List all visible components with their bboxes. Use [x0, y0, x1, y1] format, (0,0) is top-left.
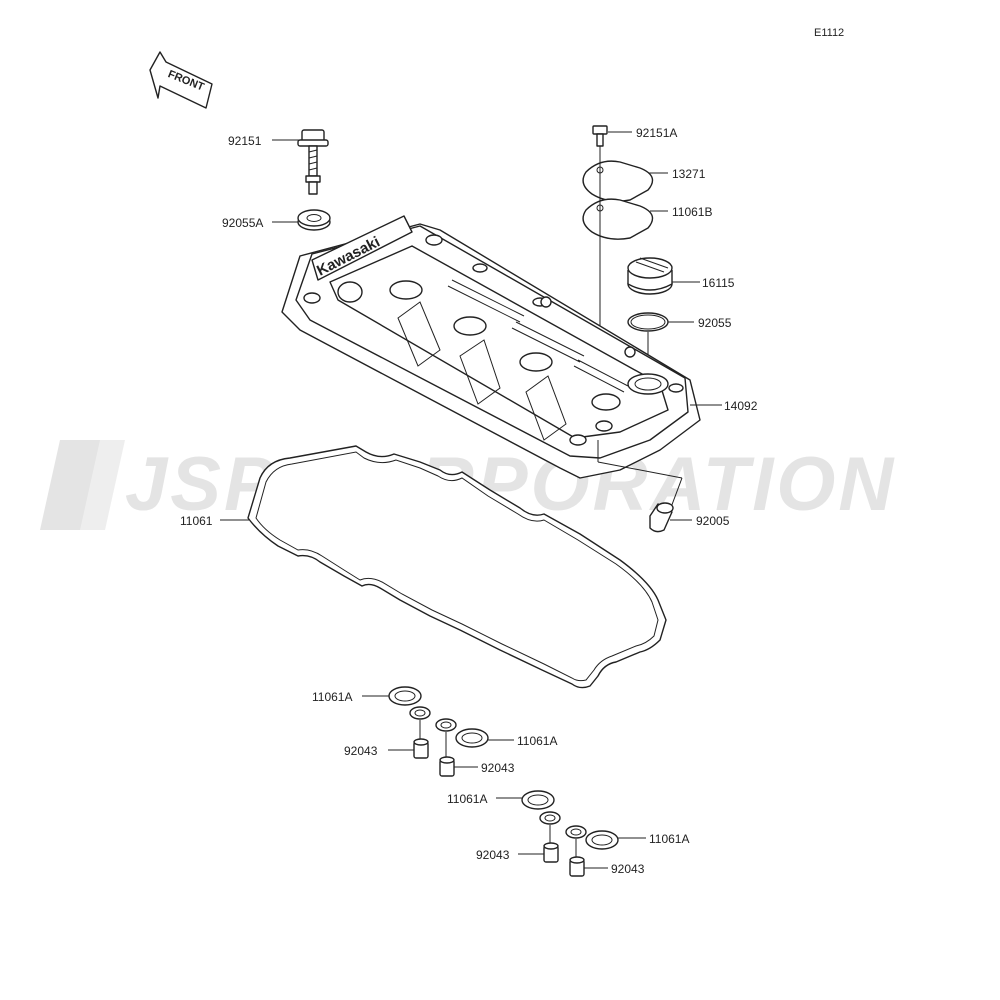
- label-92043-3: 92043: [476, 848, 510, 862]
- collar-92043-1: [413, 738, 429, 759]
- label-11061: 11061: [180, 514, 213, 528]
- washer-92055a: [297, 209, 331, 231]
- cover-gasket-11061: [247, 445, 667, 689]
- label-92043-4: 92043: [611, 862, 645, 876]
- label-92043-2: 92043: [481, 761, 515, 775]
- oring-92055: [627, 312, 669, 332]
- oring-small-2: [435, 718, 457, 732]
- oring-11061a-1: [388, 686, 422, 706]
- bolt-92151: [297, 129, 329, 195]
- label-14092: 14092: [724, 399, 758, 413]
- label-16115: 16115: [702, 276, 735, 290]
- filler-cap-16115: [627, 257, 673, 295]
- oring-small-3: [539, 811, 561, 825]
- label-11061a-2: 11061A: [517, 734, 557, 748]
- front-arrow-icon: FRONT: [149, 51, 213, 109]
- bolt-92151a: [592, 125, 608, 147]
- label-92043-1: 92043: [344, 744, 378, 758]
- oring-small-1: [409, 706, 431, 720]
- collar-92043-4: [569, 856, 585, 877]
- label-92151a: 92151A: [636, 126, 677, 140]
- label-11061b: 11061B: [672, 205, 712, 219]
- reference-code: E1112: [814, 27, 844, 39]
- label-11061a-1: 11061A: [312, 690, 352, 704]
- collar-92043-2: [439, 756, 455, 777]
- oring-11061a-2: [455, 728, 489, 748]
- oring-small-4: [565, 825, 587, 839]
- label-13271: 13271: [672, 167, 706, 181]
- cap-plate-13271: [582, 160, 654, 202]
- collar-92043-3: [543, 842, 559, 863]
- label-92055a: 92055A: [222, 216, 263, 230]
- label-11061a-4: 11061A: [649, 832, 689, 846]
- label-11061a-3: 11061A: [447, 792, 487, 806]
- label-92151: 92151: [228, 134, 262, 148]
- gasket-11061b: [582, 198, 654, 240]
- hose-fitting-92005: [649, 502, 674, 533]
- label-92005: 92005: [696, 514, 730, 528]
- oring-11061a-4: [585, 830, 619, 850]
- cylinder-head-cover-14092: Kawasaki: [281, 215, 701, 479]
- label-92055: 92055: [698, 316, 732, 330]
- oring-11061a-3: [521, 790, 555, 810]
